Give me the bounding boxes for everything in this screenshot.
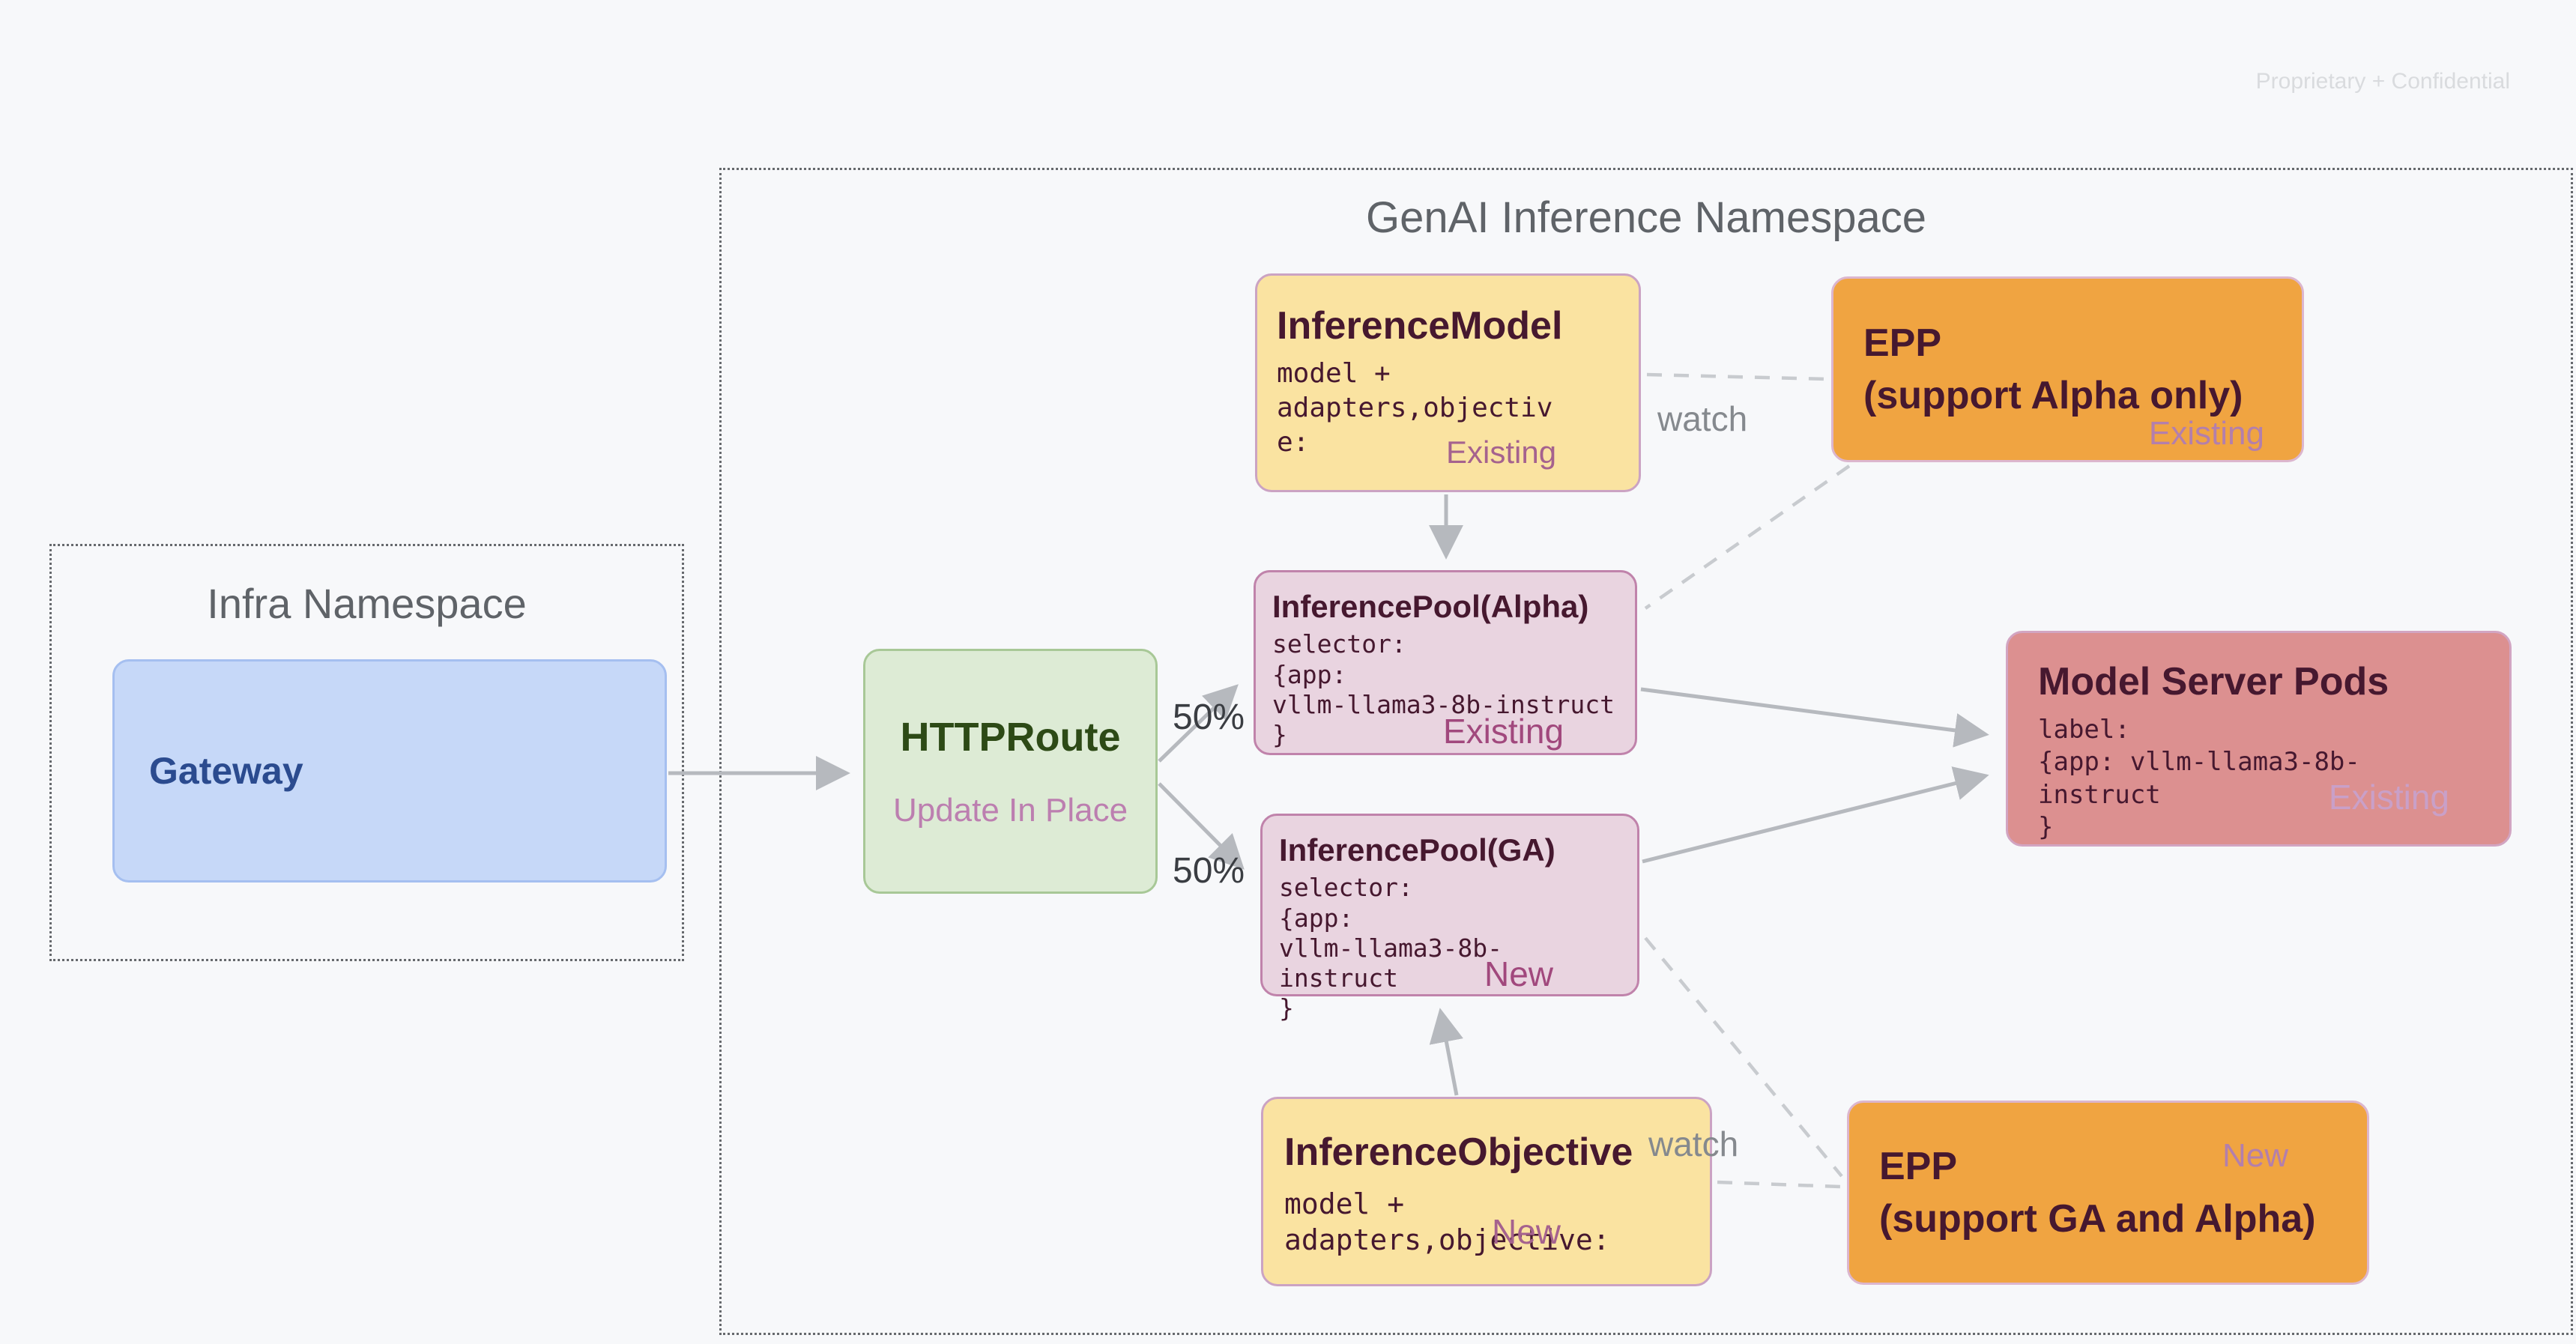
watermark: Proprietary + Confidential (2255, 69, 2510, 94)
inferenceobjective-node[interactable]: InferenceObjective model + adapters,obje… (1261, 1097, 1712, 1286)
epp-alpha-node[interactable]: EPP (support Alpha only) Existing (1831, 276, 2304, 462)
traffic-split-bottom-label: 50% (1173, 851, 1245, 891)
edge-httproute-pool-alpha (1158, 684, 1239, 763)
genai-namespace-container: GenAI Inference Namespace (719, 168, 2573, 1335)
epp-ga-title: EPP (support GA and Alpha) (1879, 1144, 2316, 1241)
modelserverpods-node[interactable]: Model Server Pods label: {app: vllm-llam… (2006, 631, 2512, 847)
inferencemodel-status-badge: Existing (1446, 435, 1557, 470)
inferenceobjective-spec: model + adapters,objective: (1284, 1187, 1610, 1257)
inferencepool-ga-node[interactable]: InferencePool(GA) selector: {app: vllm-l… (1260, 814, 1639, 1023)
inferencemodel-spec: model + adapters,objectiv e: (1277, 357, 1553, 458)
gateway-node[interactable]: Gateway (112, 659, 667, 883)
edge-pool-alpha-modelserverpods (1640, 687, 1989, 748)
httproute-node[interactable]: HTTPRoute Update In Place (863, 649, 1158, 894)
edge-pool-ga-modelserverpods (1642, 766, 1989, 864)
inferencepool-ga-selector: selector: {app: vllm-llama3-8b-instruct … (1279, 873, 1503, 1023)
epp-ga-node[interactable]: EPP (support GA and Alpha) New (1847, 1101, 2369, 1285)
epp-alpha-status-badge: Existing (2148, 415, 2264, 452)
genai-namespace-title: GenAI Inference Namespace (1366, 193, 1926, 242)
inferencemodel-node[interactable]: InferenceModel model + adapters,objectiv… (1255, 273, 1641, 492)
infra-namespace-container: Infra Namespace (49, 544, 684, 961)
inferenceobjective-status-badge: New (1492, 1212, 1561, 1251)
httproute-title: HTTPRoute (900, 714, 1121, 760)
edge-httproute-pool-ga (1158, 782, 1245, 870)
httproute-subtitle: Update In Place (892, 791, 1128, 829)
edge-watch-inferencemodel-epp-alpha (1646, 372, 1827, 381)
epp-alpha-title: EPP (support Alpha only) (1863, 321, 2243, 417)
inferencepool-alpha-node[interactable]: InferencePool(Alpha) selector: {app: vll… (1254, 570, 1637, 755)
watch-bottom-label: watch (1648, 1124, 1739, 1163)
edge-watch-inferenceobjective-epp-ga (1717, 1180, 1841, 1189)
inferenceobjective-title: InferenceObjective (1284, 1130, 1633, 1174)
inferencepool-alpha-status-badge: Existing (1443, 712, 1564, 751)
modelserverpods-label: label: {app: vllm-llama3-8b-instruct } (2038, 714, 2360, 843)
modelserverpods-status-badge: Existing (2328, 778, 2449, 817)
watch-top-label: watch (1657, 399, 1748, 438)
edge-inferenceobjective-pool-ga (1429, 1008, 1463, 1096)
epp-ga-status-badge: New (2222, 1137, 2288, 1174)
inferencemodel-title: InferenceModel (1277, 304, 1563, 348)
edge-watch-epp-alpha-pool-alpha (1644, 464, 1851, 610)
traffic-split-top-label: 50% (1173, 697, 1245, 737)
inferencepool-alpha-title: InferencePool(Alpha) (1272, 589, 1589, 624)
infra-namespace-title: Infra Namespace (207, 580, 527, 627)
inferencepool-alpha-selector: selector: {app: vllm-llama3-8b-instruct … (1272, 629, 1615, 750)
inferencepool-ga-status-badge: New (1484, 954, 1554, 993)
edge-watch-pool-ga-epp-ga (1644, 936, 1843, 1178)
inferencepool-ga-title: InferencePool(GA) (1279, 832, 1555, 868)
gateway-title: Gateway (149, 750, 303, 792)
modelserverpods-title: Model Server Pods (2038, 660, 2389, 703)
